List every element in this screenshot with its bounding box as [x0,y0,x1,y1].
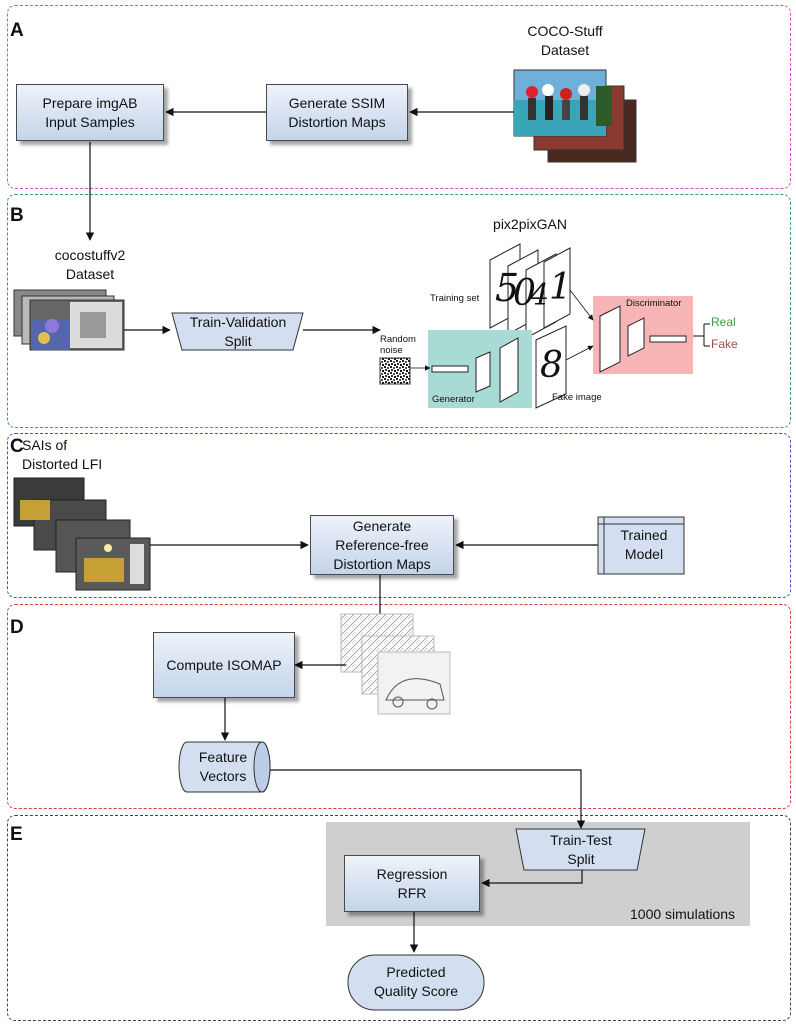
predicted-quality-score-label: Predicted Quality Score [373,964,459,999]
trained-model-label[interactable]: Trained Model [620,527,668,562]
generate-ssim-box[interactable]: Generate SSIM Distortion Maps [266,84,408,141]
fake-image-label: Fake image [552,392,602,403]
panel-letter-c: C [10,436,24,457]
fake-image-card [535,325,567,409]
panel-letter-e: E [10,824,23,845]
digit-3: 1 [549,267,572,308]
real-label: Real [711,315,736,329]
fake-label: Fake [711,337,738,351]
pix2pix-gan-figure [379,243,710,409]
compute-isomap-box[interactable]: Compute ISOMAP [153,632,295,698]
random-noise-patch [379,357,411,385]
panel-letter-b: B [10,205,24,226]
train-test-split-label[interactable]: Train-Test Split [550,832,612,867]
panel-letter-a: A [10,20,24,41]
cocostuffv2-dataset-label: cocostuffv2 Dataset [54,247,126,282]
distortion-map-stack-icon [340,613,451,715]
panel-a [7,5,791,189]
predicted-score-shape [347,954,485,1011]
train-validation-split-label[interactable]: Train-Validation Split [189,314,287,349]
digit-0: 5 [495,266,520,310]
panel-b [7,194,791,428]
panel-letter-d: D [10,617,24,638]
feature-vectors-label: Feature Vectors [198,749,248,784]
coco-stuff-photo-stack-icon [513,69,637,163]
discriminator-label: Discriminator [626,298,682,309]
feature-vectors-cylinder [178,741,271,793]
panel-c [7,433,791,598]
simulations-label: 1000 simulations [630,906,736,922]
sai-label: SAIs of Distorted LFI [22,437,103,472]
generator-label: Generator [432,394,475,405]
digit-1: 0 [513,273,536,314]
pix2pixgan-title: pix2pixGAN [493,216,567,232]
coco-stuff-dataset-label: COCO-Stuff Dataset [527,23,603,58]
random-noise-label: Random noise [380,334,416,356]
prepare-imgab-box[interactable]: Prepare imgAB Input Samples [16,84,164,141]
train-test-shape [515,828,646,871]
training-set-label: Training set [430,293,480,304]
regression-rfr-box[interactable]: Regression RFR [344,855,480,912]
training-set-digits [489,243,571,339]
cocostuffv2-image-stack-icon [13,289,125,351]
panel-d [7,604,791,809]
digit-2: 4 [530,278,550,313]
sai-image-stack-icon [13,477,151,591]
panel-e [7,815,791,1021]
generate-reference-free-box[interactable]: Generate Reference-free Distortion Maps [310,515,454,575]
trained-model-shape [597,516,685,575]
train-validation-shape [171,312,304,351]
fake-digit: 8 [540,345,563,386]
